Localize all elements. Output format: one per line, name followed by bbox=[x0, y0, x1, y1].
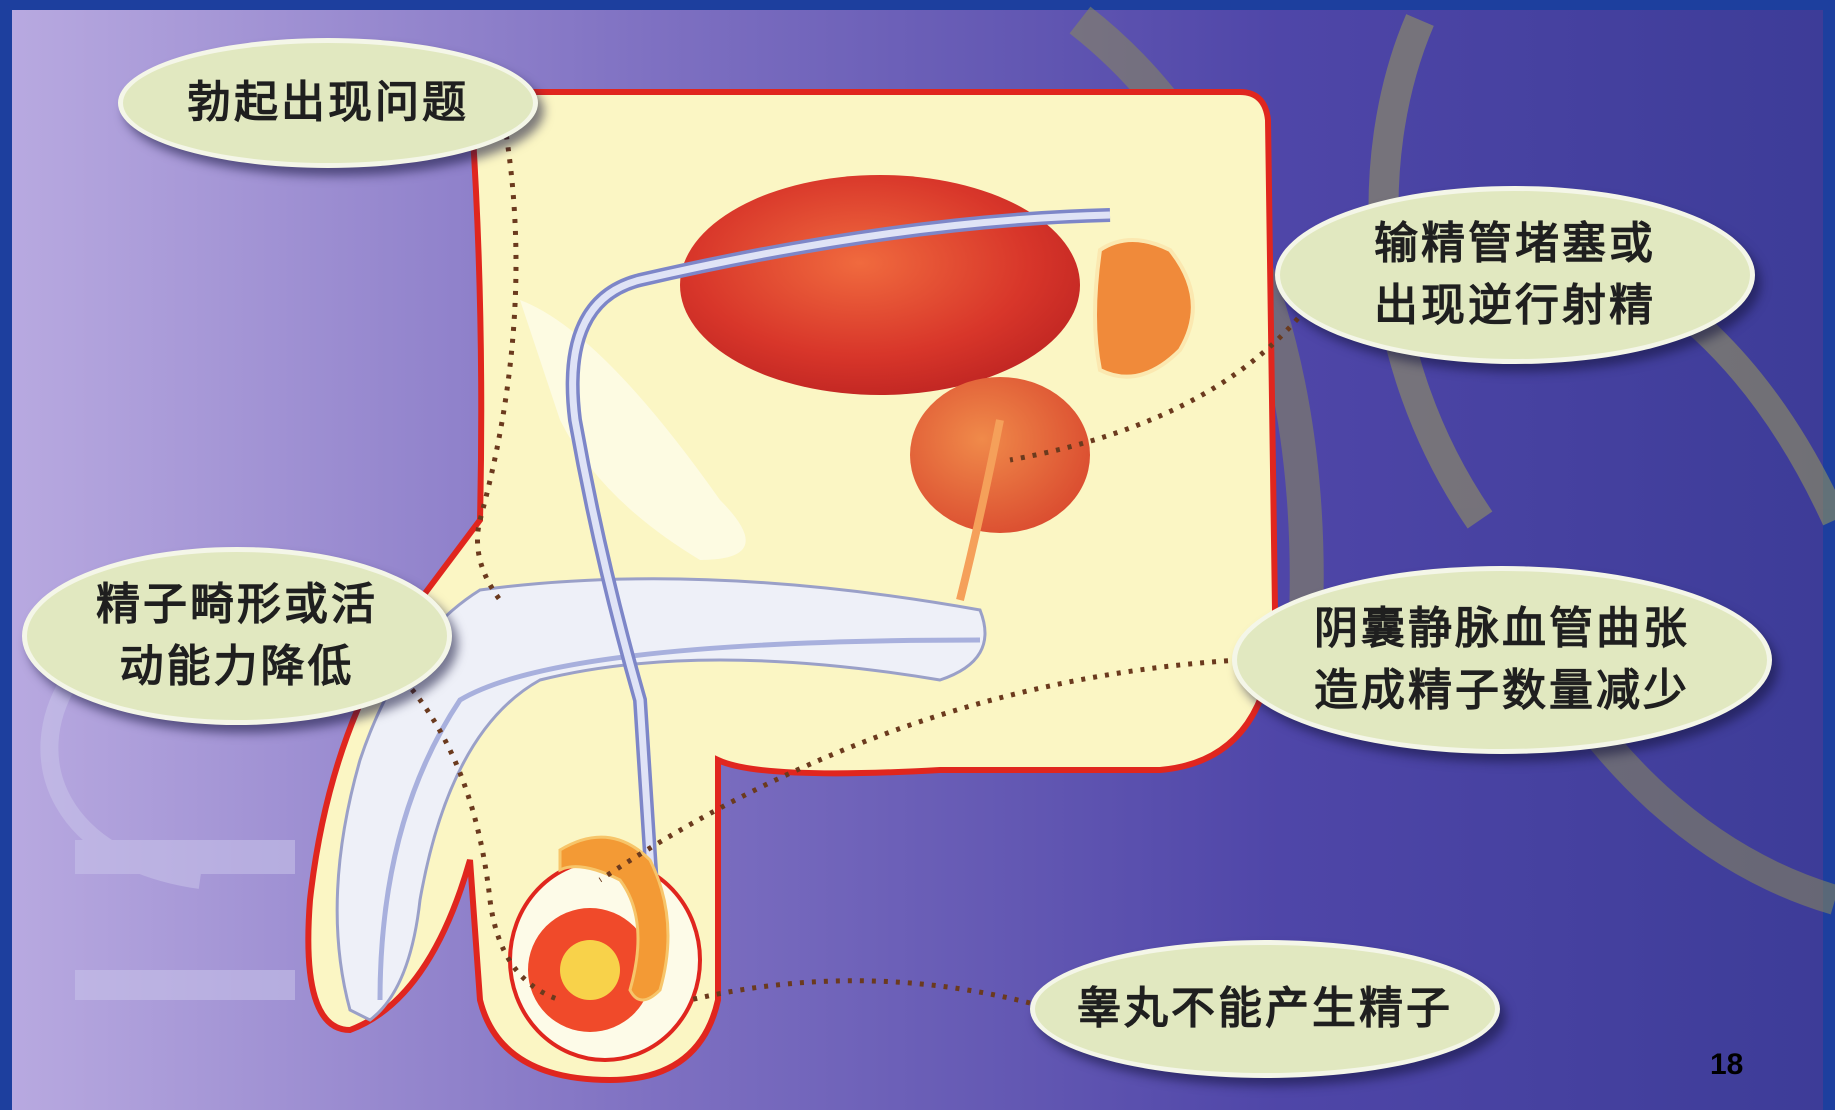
page-number: 18 bbox=[1710, 1048, 1743, 1082]
callout-vas-line2: 出现逆行射精 bbox=[1374, 275, 1656, 337]
callout-testis-line1: 睾丸不能产生精子 bbox=[1077, 978, 1453, 1040]
callout-vas-deferens-blockage: 输精管堵塞或 出现逆行射精 bbox=[1275, 186, 1755, 364]
callout-varicocele-line2: 造成精子数量减少 bbox=[1314, 660, 1690, 722]
callout-sperm-line1: 精子畸形或活 bbox=[96, 574, 378, 636]
callout-varicocele-line1: 阴囊静脉血管曲张 bbox=[1314, 598, 1690, 660]
callout-sperm-quality: 精子畸形或活 动能力降低 bbox=[22, 547, 452, 725]
prostate bbox=[910, 377, 1090, 533]
callout-testis-failure: 睾丸不能产生精子 bbox=[1030, 940, 1500, 1078]
callout-varicocele: 阴囊静脉血管曲张 造成精子数量减少 bbox=[1232, 566, 1772, 754]
callout-erection-problem: 勃起出现问题 bbox=[118, 38, 538, 168]
callout-sperm-line2: 动能力降低 bbox=[96, 636, 378, 698]
bladder bbox=[680, 175, 1080, 395]
callout-vas-line1: 输精管堵塞或 bbox=[1374, 213, 1656, 275]
callout-erection-line1: 勃起出现问题 bbox=[187, 72, 469, 134]
